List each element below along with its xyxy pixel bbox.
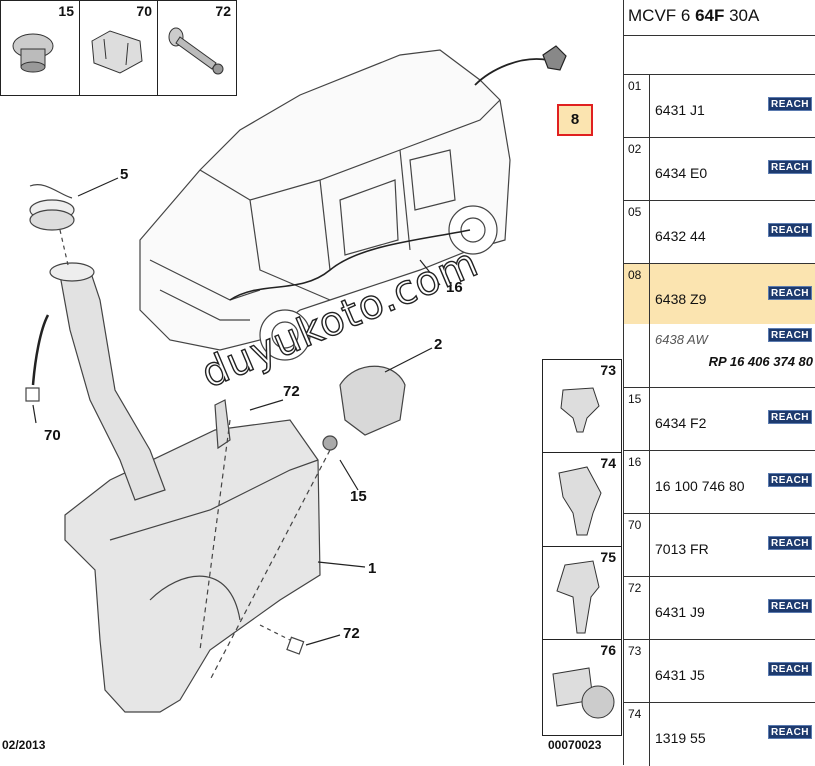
row-index: 08 bbox=[624, 264, 650, 387]
inset-label: 74 bbox=[600, 455, 616, 471]
row-reference: 6438 Z9 bbox=[655, 291, 707, 307]
inset-75: 75 bbox=[542, 546, 622, 640]
reach-badge: REACH bbox=[768, 160, 812, 174]
callout-8-highlighted[interactable]: 8 bbox=[557, 104, 593, 136]
parts-row[interactable]: 70 7013 FR REACH bbox=[624, 514, 815, 577]
row-reference: 1319 55 bbox=[655, 730, 706, 746]
title-prefix: MCVF 6 bbox=[628, 6, 696, 25]
row-index: 70 bbox=[624, 514, 650, 576]
row-reference: 7013 FR bbox=[655, 541, 709, 557]
row-index: 15 bbox=[624, 388, 650, 450]
reach-badge: REACH bbox=[768, 223, 812, 237]
footer-date: 02/2013 bbox=[2, 738, 46, 752]
inset-76: 76 bbox=[542, 639, 622, 736]
reach-badge: REACH bbox=[768, 410, 812, 424]
parts-row[interactable]: 15 6434 F2 REACH bbox=[624, 388, 815, 451]
row-index: 16 bbox=[624, 451, 650, 513]
row-index: 73 bbox=[624, 640, 650, 702]
inset-label: 73 bbox=[600, 362, 616, 378]
push-pin-part-icon bbox=[552, 667, 615, 719]
row-index: 74 bbox=[624, 703, 650, 766]
row-reference: 6434 E0 bbox=[655, 165, 708, 181]
title-bold: 64F bbox=[695, 6, 725, 25]
inset-15: 15 bbox=[0, 0, 80, 96]
reach-badge: REACH bbox=[768, 725, 812, 739]
callout-72-top: 72 bbox=[283, 383, 300, 400]
inset-74: 74 bbox=[542, 452, 622, 547]
parts-row[interactable]: 05 6432 44 REACH bbox=[624, 201, 815, 264]
inset-label: 75 bbox=[600, 549, 616, 565]
reach-badge: REACH bbox=[768, 536, 812, 550]
parts-diagram: 15 70 72 73 74 75 bbox=[0, 0, 622, 752]
reach-badge: REACH bbox=[768, 97, 812, 111]
parts-row[interactable]: 16 16 100 746 80 REACH bbox=[624, 451, 815, 514]
parts-list-panel: MCVF 6 64F 30A 01 6431 J1 REACH 02 6434 … bbox=[623, 0, 815, 766]
inset-73: 73 bbox=[542, 359, 622, 453]
row-index: 72 bbox=[624, 577, 650, 639]
reach-badge-alt: REACH bbox=[768, 328, 812, 342]
row-reference: 6431 J5 bbox=[655, 667, 705, 683]
callout-16: 16 bbox=[446, 279, 463, 296]
panel-spacer bbox=[624, 36, 815, 75]
callout-70: 70 bbox=[44, 427, 61, 444]
clip-73-part-icon bbox=[560, 387, 600, 433]
callout-5: 5 bbox=[120, 166, 129, 183]
row-reference: 16 100 746 80 bbox=[655, 478, 745, 494]
inset-72: 72 bbox=[157, 0, 237, 96]
rivet-part-icon bbox=[168, 27, 224, 75]
reach-badge: REACH bbox=[768, 662, 812, 676]
callout-15: 15 bbox=[350, 488, 367, 505]
reach-badge: REACH bbox=[768, 599, 812, 613]
reach-badge: REACH bbox=[768, 473, 812, 487]
row-reference: 6431 J1 bbox=[655, 102, 705, 118]
grommet-part-icon bbox=[12, 33, 54, 73]
inset-label: 15 bbox=[58, 3, 74, 19]
inset-label: 70 bbox=[136, 3, 152, 19]
callout-2: 2 bbox=[434, 336, 443, 353]
parts-row[interactable]: 01 6431 J1 REACH bbox=[624, 75, 815, 138]
row-reference: 6432 44 bbox=[655, 228, 706, 244]
inset-label: 72 bbox=[215, 3, 231, 19]
footer-code: 00070023 bbox=[548, 738, 602, 752]
callout-1: 1 bbox=[368, 560, 377, 577]
parts-row[interactable]: 74 1319 55 REACH bbox=[624, 703, 815, 766]
parts-row[interactable]: 72 6431 J9 REACH bbox=[624, 577, 815, 640]
clip-part-icon bbox=[91, 30, 143, 74]
parts-row-selected[interactable]: 08 6438 Z9 REACH 6438 AW REACH RP 16 406… bbox=[624, 264, 815, 388]
row-reference: 6431 J9 bbox=[655, 604, 705, 620]
callout-72-bottom: 72 bbox=[343, 625, 360, 642]
parts-row[interactable]: 73 6431 J5 REACH bbox=[624, 640, 815, 703]
row-index: 05 bbox=[624, 201, 650, 263]
row-rp-reference: RP 16 406 374 80 bbox=[708, 354, 813, 369]
inset-70: 70 bbox=[79, 0, 158, 96]
title-suffix: 30A bbox=[724, 6, 760, 25]
clip-75-part-icon bbox=[556, 560, 600, 634]
row-alt-reference: 6438 AW bbox=[655, 332, 708, 347]
parts-row[interactable]: 02 6434 E0 REACH bbox=[624, 138, 815, 201]
inset-label: 76 bbox=[600, 642, 616, 658]
reach-badge: REACH bbox=[768, 286, 812, 300]
exploded-view-drawing bbox=[25, 45, 567, 713]
panel-title: MCVF 6 64F 30A bbox=[624, 0, 815, 36]
row-reference: 6434 F2 bbox=[655, 415, 707, 431]
row-index: 01 bbox=[624, 75, 650, 137]
clip-74-part-icon bbox=[558, 466, 602, 536]
row-index: 02 bbox=[624, 138, 650, 200]
